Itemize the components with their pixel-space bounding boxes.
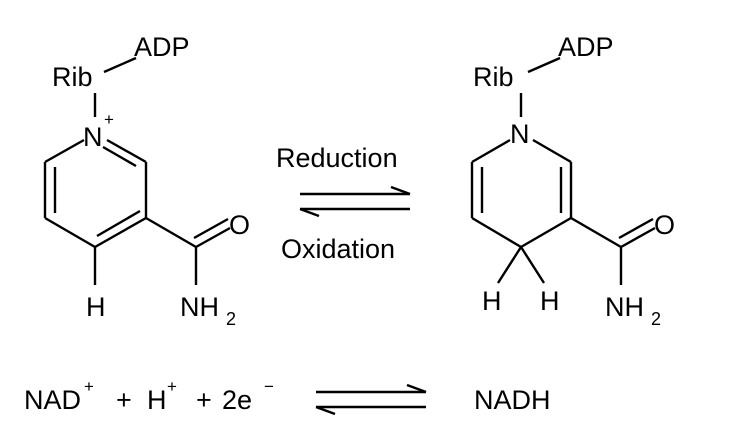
nad-rib-label: Rib [52, 62, 93, 92]
nad-ring-bond [94, 216, 147, 249]
nad-ring-bond [44, 138, 85, 164]
equation-forward-arrow-head [406, 383, 427, 394]
nadh-ring-bond [532, 138, 572, 164]
nadh-ring-bond [471, 138, 511, 164]
equation-nad: NAD [24, 385, 81, 415]
nad-ring-bond [106, 138, 147, 164]
equation-h: H [147, 385, 167, 415]
nadh-rib-label: Rib [473, 62, 514, 92]
nadh-carbonyl-bond [620, 226, 656, 249]
nad-ring-double-bond [102, 145, 137, 168]
nad-carbonyl-bond [195, 226, 231, 249]
reverse-arrow-head [299, 207, 320, 218]
equation-h-charge: + [167, 377, 177, 396]
nad-ring-double-bond [96, 209, 141, 238]
nadh-n-label: N [510, 119, 530, 149]
equation-electrons: 2e [222, 385, 252, 415]
nad-nh-label: NH [180, 292, 219, 322]
nadh-ring-bond [520, 216, 572, 249]
nadh-nh-label: NH [605, 292, 644, 322]
forward-arrow-head [390, 185, 411, 196]
reduction-label: Reduction [276, 143, 398, 173]
equation-electron-charge: − [264, 377, 274, 396]
half-reaction-equation: NAD + + H + + 2e − NADH [24, 377, 551, 416]
nadh-adp-label: ADP [558, 32, 614, 62]
oxidation-label: Oxidation [281, 234, 395, 264]
nad-ring-bond [44, 216, 96, 249]
nad-plus-structure: Rib ADP N + H O NH 2 [43, 32, 250, 329]
equation-nadh: NADH [474, 385, 551, 415]
nadh-h2-label: H [540, 286, 560, 316]
nad-adp-label: ADP [134, 32, 190, 62]
nadh-rib-adp-bond [527, 56, 561, 74]
nadh-ch-bond [496, 246, 523, 284]
nadh-o-label: O [654, 210, 675, 240]
nad-carbonyl-double-bond [193, 217, 229, 240]
nad-h-label: H [86, 292, 106, 322]
nadh-amide-bond [570, 216, 622, 249]
nadh-carbonyl-double-bond [618, 217, 654, 240]
nadh-structure: Rib ADP N H H O NH 2 [470, 32, 675, 329]
nad-o-label: O [229, 210, 250, 240]
nadh-ring-bond [471, 216, 522, 249]
equation-nad-charge: + [84, 377, 94, 396]
nad-rib-adp-bond [103, 56, 137, 74]
nadh-ch-bond [519, 246, 546, 284]
equation-reverse-arrow-head [315, 405, 336, 416]
nad-n-label: N [83, 122, 103, 152]
nad-amide-bond [145, 216, 197, 249]
nad-n-charge: + [104, 110, 114, 129]
nadh-nh-subscript: 2 [651, 309, 661, 329]
redox-equilibrium: Reduction Oxidation [276, 143, 411, 264]
equation-plus-2: + [196, 385, 212, 415]
nad-nh-subscript: 2 [226, 309, 236, 329]
equation-plus-1: + [116, 385, 132, 415]
nadh-h1-label: H [482, 286, 502, 316]
